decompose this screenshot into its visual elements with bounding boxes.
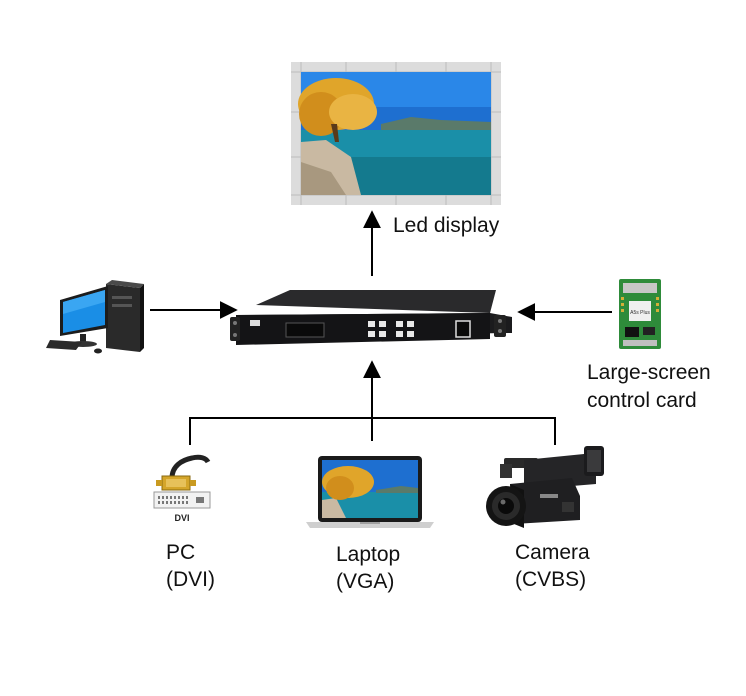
laptop-icon [306,456,434,528]
camera-label-line2: (CVBS) [515,568,587,591]
pc-label-line1: PC [166,541,196,564]
dvi-connector-text: DVI [174,513,189,523]
control-card-label-line2: control card [587,389,697,412]
video-processor-icon [230,290,512,345]
control-card-label-line1: Large-screen [587,361,711,384]
control-card-icon: A5s Plus [619,279,661,349]
dvi-connector-icon: DVI [153,454,211,523]
laptop-label-line1: Laptop [336,543,401,566]
video-camera-icon [486,446,604,528]
led-display-label: Led display [393,214,500,237]
pc-label-line2: (DVI) [166,568,215,591]
led-display-icon [291,62,501,205]
laptop-label-line2: (VGA) [336,570,395,593]
card-chip-text: A5s Plus [630,310,650,316]
camera-label-line1: Camera [515,541,590,564]
desktop-computer-icon [46,280,144,354]
